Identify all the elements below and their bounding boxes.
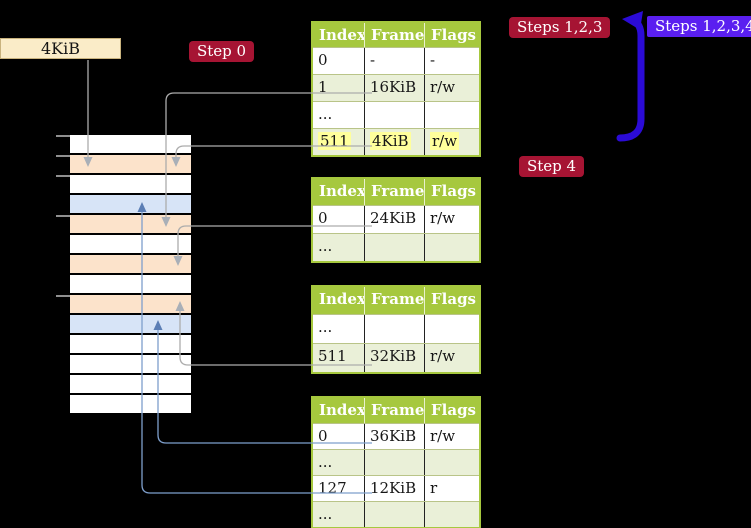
table-cell: 0 [313, 48, 365, 74]
memory-tick [56, 215, 70, 217]
table-cell: r/w [430, 427, 456, 445]
table-cell: ... [313, 450, 365, 475]
memory-tick [56, 175, 70, 177]
physical-memory-map [70, 135, 191, 413]
table-cell [425, 450, 479, 475]
table-cell: r/w [425, 129, 479, 155]
table-cell: - [365, 48, 425, 74]
table-cell [425, 234, 479, 261]
table-cell: 511 [313, 344, 365, 372]
table-cell [365, 450, 425, 475]
highlighted-value: 511 [318, 132, 351, 150]
highlighted-value: 4KiB [370, 132, 411, 150]
memory-page-row-white [70, 395, 191, 413]
memory-page-row-white [70, 335, 191, 353]
table-cell: r/w [430, 78, 456, 96]
column-header: Index [313, 23, 365, 47]
recursive-loop-arrow [616, 16, 645, 142]
column-header: Flags [431, 26, 476, 44]
table-row: 0-- [313, 47, 479, 74]
table-cell: r/w [430, 209, 456, 227]
column-header: Index [313, 179, 365, 205]
steps123-badge: Steps 1,2,3 [509, 17, 611, 38]
table-row: ... [313, 501, 479, 527]
column-header: Flags [431, 401, 476, 419]
column-header: Frame [365, 398, 425, 423]
table-cell: ... [313, 234, 365, 261]
table-cell: 16KiB [365, 75, 425, 101]
memory-page-row-peach [70, 295, 191, 313]
memory-tick [56, 135, 70, 137]
table-cell: 12KiB [365, 476, 425, 501]
table-cell: 24KiB [365, 206, 425, 233]
column-header: Frame [365, 23, 425, 47]
memory-tick [56, 295, 70, 297]
table-row: ... [313, 233, 479, 261]
memory-page-row-blue [70, 315, 191, 333]
column-header: Flags [431, 290, 476, 308]
memory-page-row-blue [70, 195, 191, 213]
memory-page-row-white [70, 375, 191, 393]
table-cell [365, 102, 425, 128]
memory-tick [56, 155, 70, 157]
table-cell [365, 234, 425, 261]
table-cell: 0 [313, 206, 365, 233]
memory-page-row-peach [70, 155, 191, 173]
memory-page-row-white [70, 275, 191, 293]
table-cell: 36KiB [365, 424, 425, 449]
table-cell: ... [313, 315, 365, 343]
memory-page-row-white [70, 235, 191, 253]
table-row: ... [313, 449, 479, 475]
highlighted-value: r/w [430, 132, 460, 150]
table-row: 511 4KiB r/w [313, 128, 479, 155]
column-header: Frame [365, 179, 425, 205]
table-cell: ... [313, 102, 365, 128]
table-row: ... [313, 101, 479, 128]
table-cell [365, 502, 425, 527]
memory-page-row-white [70, 175, 191, 193]
table-cell: 511 [313, 129, 365, 155]
page-size-label: 4KiB [0, 38, 121, 59]
table-cell: 32KiB [365, 344, 425, 372]
table-cell: 1 [313, 75, 365, 101]
column-header: Index [313, 287, 365, 314]
table-cell: 127 [313, 476, 365, 501]
table-cell [425, 315, 479, 343]
step4-badge: Step 4 [519, 156, 585, 177]
table-cell: r/w [430, 347, 456, 365]
step0-badge: Step 0 [189, 41, 255, 62]
memory-page-row-white [70, 355, 191, 373]
recursive-loop-arrowhead-icon [622, 11, 643, 30]
memory-page-row-peach [70, 255, 191, 273]
steps1234-badge: Steps 1,2,3,4 [647, 16, 751, 37]
table-row: ... [313, 314, 479, 343]
column-header: Frame [365, 287, 425, 314]
table-cell: ... [313, 502, 365, 527]
table-cell: 4KiB [365, 129, 425, 155]
column-header: Flags [431, 182, 476, 200]
table-cell: - [430, 51, 436, 69]
column-header: Index [313, 398, 365, 423]
table-cell [425, 102, 479, 128]
table-cell [425, 502, 479, 527]
table-cell [365, 315, 425, 343]
table-cell: r [430, 479, 438, 497]
memory-page-row-peach [70, 215, 191, 233]
memory-page-row-white [70, 135, 191, 153]
table-cell: 0 [313, 424, 365, 449]
